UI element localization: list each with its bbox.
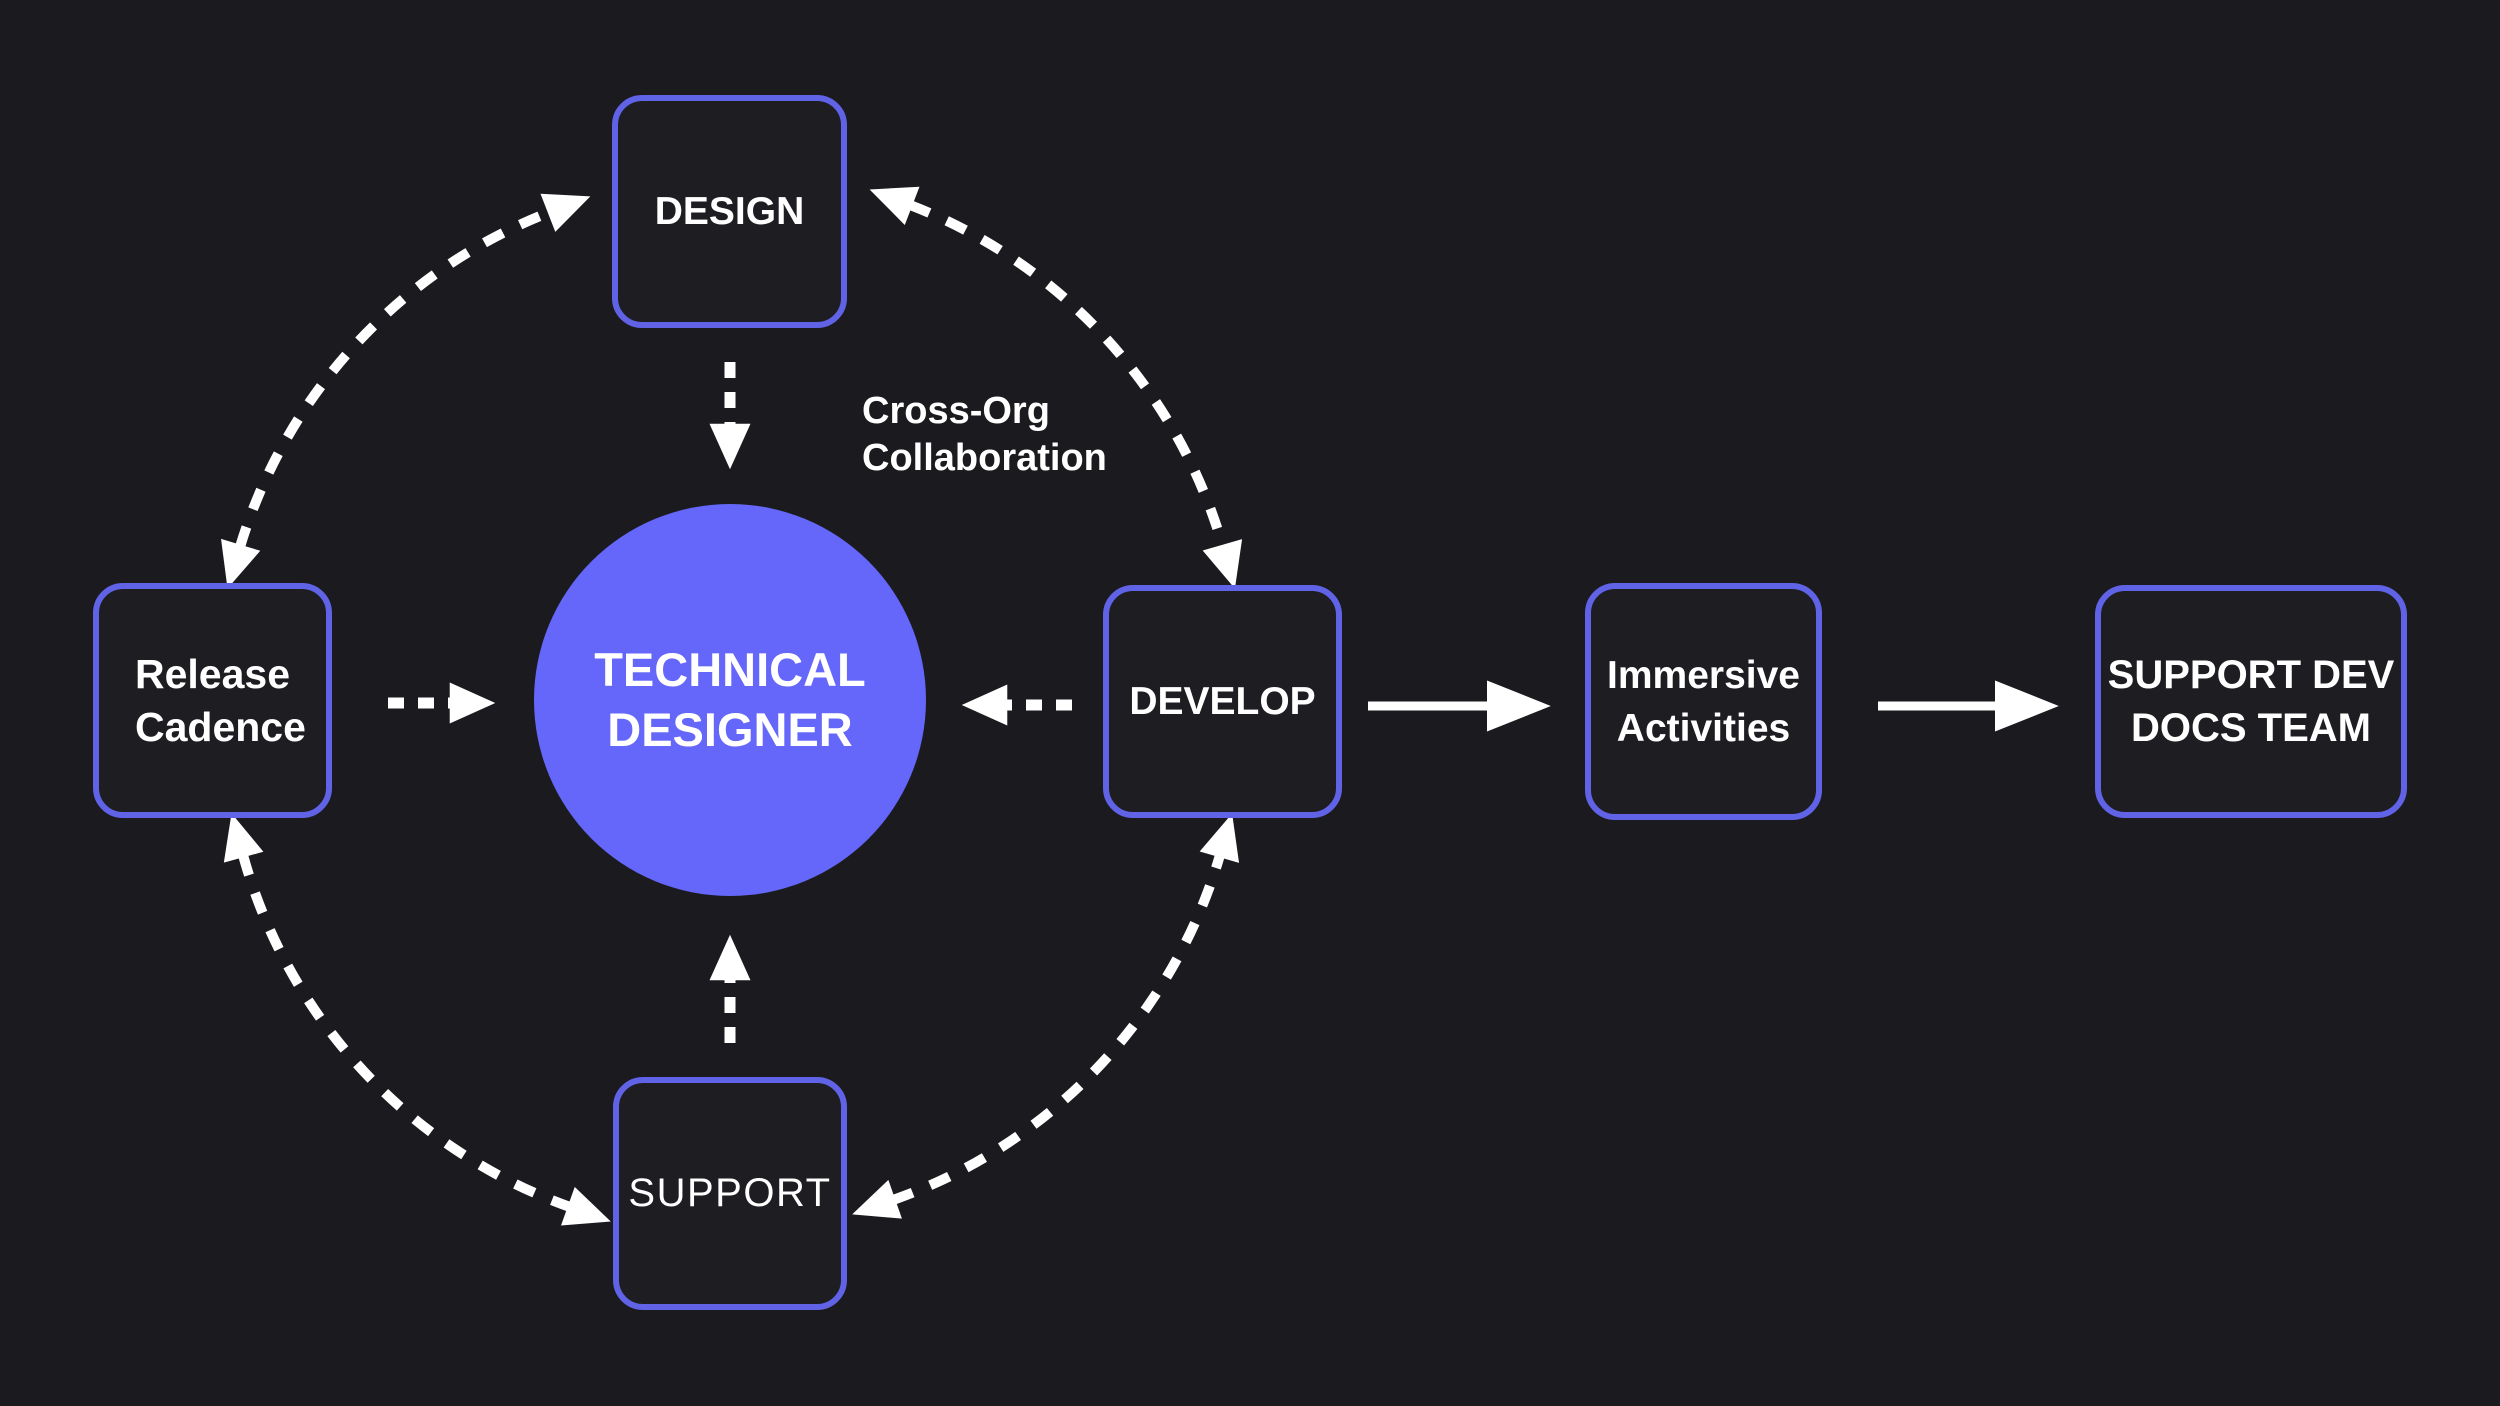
center-circle-technical-designer: TECHNICAL DESIGNER	[534, 504, 926, 896]
node-support-label: SUPPORT	[628, 1171, 832, 1215]
node-release-cadence: Release Cadence	[93, 583, 332, 818]
arc-release-cadence-design	[221, 193, 591, 589]
node-immersive-activities-label-line2: Activities	[1616, 706, 1791, 750]
node-immersive-activities: Immersive Activities	[1585, 583, 1822, 820]
node-support: SUPPORT	[613, 1077, 847, 1310]
cross-org-collaboration-label: Cross-Org Collaboration	[862, 388, 1107, 482]
cross-org-collaboration-line2: Collaboration	[862, 437, 1107, 479]
node-design: DESIGN	[612, 95, 847, 328]
arc-release-cadence-support	[223, 813, 611, 1226]
node-develop-label: DEVELOP	[1129, 679, 1316, 723]
node-release-cadence-label-line2: Cadence	[135, 703, 306, 750]
center-circle-label-line2: DESIGNER	[607, 703, 853, 756]
node-develop: DEVELOP	[1103, 585, 1342, 818]
cross-org-collaboration-line1: Cross-Org	[862, 390, 1050, 432]
arc-support-develop	[852, 813, 1240, 1219]
node-design-label: DESIGN	[654, 189, 805, 233]
node-support-dev-docs-team-label-line1: SUPPORT DEV	[2107, 652, 2395, 697]
node-release-cadence-label-line1: Release	[135, 650, 291, 697]
node-support-dev-docs-team: SUPPORT DEV DOCS TEAM	[2095, 585, 2407, 818]
center-circle-label-line1: TECHNICAL	[594, 643, 866, 696]
node-support-dev-docs-team-label-line2: DOCS TEAM	[2131, 705, 2371, 750]
node-immersive-activities-label-line1: Immersive	[1607, 653, 1800, 697]
arc-design-develop	[869, 186, 1243, 589]
